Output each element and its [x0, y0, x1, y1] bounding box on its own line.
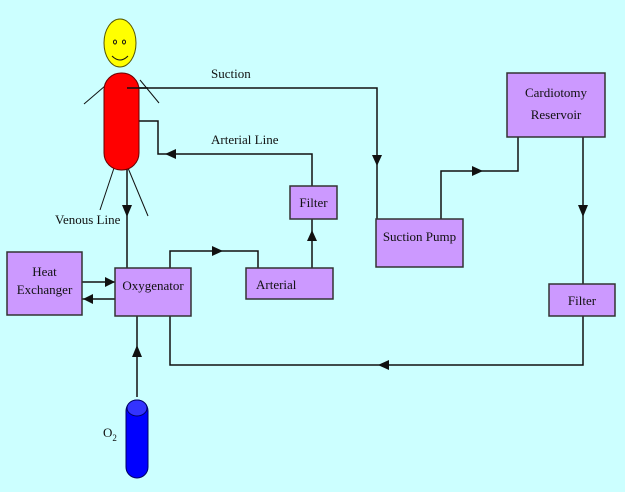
patient-figure — [83, 18, 160, 217]
reservoir-to-filter-arrow — [578, 205, 588, 217]
arterial-line-arrow — [165, 149, 176, 159]
pump-to-reservoir-line — [440, 137, 519, 219]
arterial-to-filter-arrow — [307, 230, 317, 241]
venous-line-arrow — [122, 205, 132, 217]
suction-pump-box[interactable]: Suction Pump — [375, 218, 464, 268]
left-leg — [99, 167, 115, 211]
return-filter-box[interactable]: Filter — [548, 283, 616, 317]
suction-label: Suction — [211, 66, 251, 81]
patient-head — [103, 18, 137, 68]
arterial-line-label: Arterial Line — [211, 132, 279, 147]
suction-line — [128, 87, 378, 219]
return-filter-label: Filter — [568, 293, 597, 308]
arterial-filter-label: Filter — [299, 195, 328, 210]
arterial-label: Arterial — [256, 277, 297, 292]
oxygen-tank-cap — [126, 399, 148, 417]
oxy-to-arterial-arrow — [212, 246, 223, 256]
arterial-filter-box[interactable]: Filter — [289, 185, 338, 220]
cardiotomy-reservoir-label-line2: Reservoir — [531, 107, 582, 122]
heat-exchanger-label-line2: Exchanger — [17, 282, 73, 297]
oxygenator-label: Oxygenator — [122, 278, 184, 293]
right-arm — [139, 79, 160, 104]
arterial-box[interactable]: Arterial — [245, 267, 334, 300]
oxygen-label-subscript: 2 — [112, 433, 117, 443]
oxygen-label-o: O — [103, 425, 112, 440]
right-eye — [122, 39, 126, 45]
oxygenator-box[interactable]: Oxygenator — [114, 267, 192, 317]
suction-pump-label: Suction Pump — [383, 229, 456, 244]
oxygen-label: O2 — [103, 425, 117, 443]
heat-exchanger-label-line1: Heat — [32, 264, 57, 279]
heat-exchanger-box[interactable]: Heat Exchanger — [6, 251, 83, 316]
suction-arrow — [372, 155, 382, 166]
o2-arrow — [132, 345, 142, 357]
oxygen-tank[interactable] — [125, 399, 149, 479]
patient-body — [103, 72, 140, 171]
cardiotomy-reservoir-label-line1: Cardiotomy — [525, 85, 588, 100]
cardiotomy-reservoir-box[interactable]: Cardiotomy Reservoir — [506, 72, 606, 138]
arterial-line — [128, 120, 313, 186]
left-eye — [113, 39, 117, 45]
pump-to-reservoir-arrow — [472, 166, 483, 176]
right-leg — [127, 167, 149, 217]
oxy-to-hx-arrow — [83, 294, 93, 304]
venous-line-label: Venous Line — [55, 212, 121, 227]
filter-return-arrow — [378, 360, 389, 370]
smile — [111, 55, 129, 61]
filter-return-line — [169, 316, 584, 366]
hx-to-oxy-arrow — [105, 277, 115, 287]
